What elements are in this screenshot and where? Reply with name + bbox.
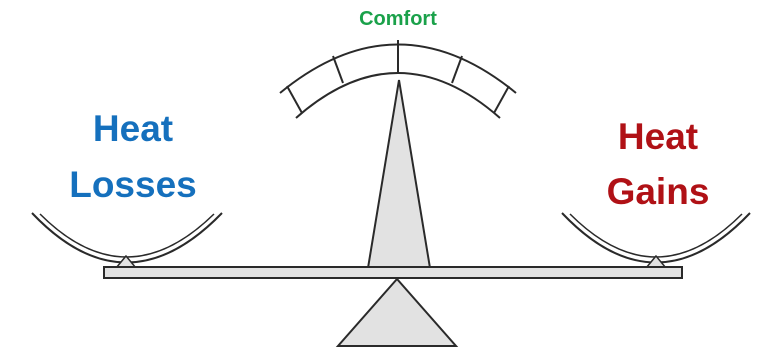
gauge-tick-1 — [287, 86, 302, 113]
left-pan-bowl-inner — [40, 214, 214, 257]
left-pan-bowl — [32, 213, 222, 263]
gauge-label: Comfort — [359, 8, 437, 30]
left-label-line2: Losses — [69, 164, 197, 205]
right-label-line1: Heat — [618, 116, 698, 157]
left-label-line1: Heat — [93, 108, 173, 149]
gauge-tick-2 — [333, 56, 343, 83]
right-pan — [562, 213, 750, 268]
right-pan-bowl-inner — [570, 214, 742, 257]
gauge-tick-4 — [452, 56, 462, 83]
fulcrum — [338, 279, 456, 346]
balance-beam — [104, 267, 682, 278]
right-label-line2: Gains — [607, 171, 710, 212]
gauge-tick-5 — [494, 86, 509, 113]
needle-pointer — [368, 80, 430, 268]
left-pan — [32, 213, 222, 268]
